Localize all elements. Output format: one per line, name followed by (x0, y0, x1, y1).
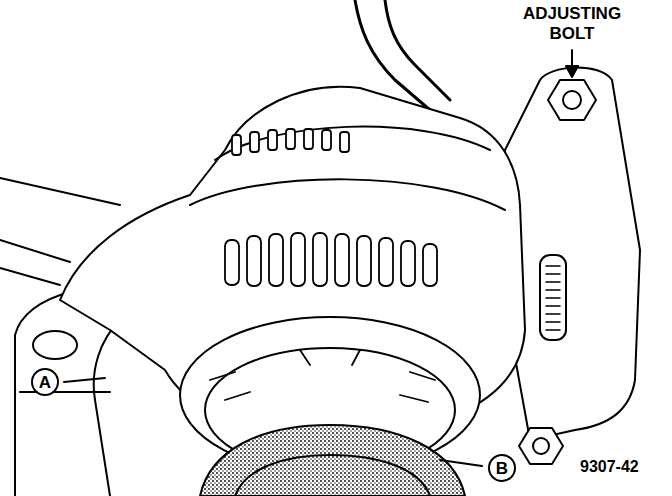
adjusting-bracket (505, 68, 640, 440)
vent-slot (268, 130, 277, 150)
engine-edge (0, 268, 60, 285)
housing-ridge (215, 127, 490, 160)
housing-ridge (190, 179, 505, 210)
arrowhead (566, 66, 578, 77)
vent-slot (322, 130, 331, 150)
bracket-edge (20, 391, 110, 393)
vent-slot (304, 129, 313, 149)
callout-letter-text: B (496, 460, 508, 477)
fan-blades (210, 350, 435, 402)
vent-slot (340, 132, 349, 152)
engine-edge (0, 178, 120, 205)
vent-slot (423, 244, 437, 286)
adjusting-bolt (548, 80, 596, 120)
vent-slot (250, 132, 259, 152)
vent-slot (313, 233, 327, 286)
leader-line (440, 460, 482, 466)
hose (385, 0, 450, 100)
engine-edge (0, 240, 70, 262)
vent-slot (247, 236, 261, 286)
figure-number: 9307-42 (580, 458, 639, 476)
callout-letter: B (488, 454, 516, 482)
drive-belt (200, 425, 465, 496)
vent-slot (269, 234, 283, 286)
vent-slot (357, 236, 371, 286)
vent-slot (379, 238, 393, 286)
callout-letter: A (31, 368, 59, 396)
slot-threads (546, 266, 560, 330)
pivot-boss (33, 331, 77, 359)
bolt-face (563, 91, 581, 109)
vent-slot (335, 234, 349, 286)
bolt-face (533, 438, 549, 454)
vent-slot (225, 240, 239, 285)
pivot-bolt (519, 428, 563, 464)
pulley (235, 455, 430, 496)
part-name: ADJUSTING BOLT (517, 4, 627, 44)
vent-slot (286, 129, 295, 149)
vent-slot (291, 233, 305, 286)
vent-slot (401, 241, 415, 286)
vent-slot (232, 135, 241, 155)
leader-line (64, 378, 105, 382)
callout-letter-text: A (39, 374, 51, 391)
adjusting-slot (540, 255, 566, 340)
